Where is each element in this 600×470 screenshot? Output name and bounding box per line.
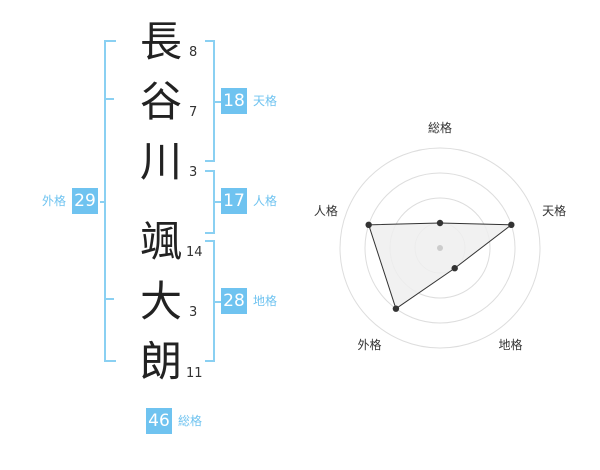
name-char-2: 谷 [139, 77, 182, 126]
stroke-count-1: 8 [189, 45, 198, 60]
radar-axis-label: 地格 [499, 337, 523, 352]
gaikaku-bracket-tick [106, 298, 114, 300]
radar-axis-label: 人格 [314, 203, 338, 218]
chikaku-label: 地格 [253, 294, 278, 308]
tenkaku-score: 18 [221, 88, 247, 114]
gaikaku-score: 29 [72, 188, 98, 214]
chikaku-bracket-connector [213, 301, 221, 303]
radar-axis-label: 総格 [428, 120, 452, 135]
stroke-count-5: 3 [189, 305, 198, 320]
stroke-count-4: 14 [186, 245, 203, 260]
radar-axis-label: 外格 [357, 337, 381, 352]
gaikaku-bracket-connector [100, 201, 106, 203]
name-char-1: 長 [139, 17, 182, 66]
tenkaku-bracket-connector [213, 101, 221, 103]
radar-grid-ring [364, 172, 516, 324]
radar-point [365, 221, 372, 229]
jinkaku-label: 人格 [253, 194, 278, 208]
tenkaku-label: 天格 [253, 94, 278, 108]
gaikaku-bracket-tick [106, 98, 114, 100]
name-char-3: 川 [139, 137, 182, 186]
soukaku-label: 総格 [178, 414, 203, 428]
jinkaku-score: 17 [221, 188, 247, 214]
radar-point [436, 219, 444, 227]
name-char-4: 颯 [139, 217, 182, 266]
chikaku-score: 28 [221, 288, 247, 314]
gaikaku-label: 外格 [42, 194, 67, 208]
radar-axis-label: 天格 [542, 203, 566, 218]
radar-polygon-group [367, 222, 513, 310]
name-char-5: 大 [139, 277, 182, 326]
radar-point [451, 265, 458, 272]
stroke-count-3: 3 [189, 165, 198, 180]
radar-point [392, 305, 400, 312]
radar-center-point [437, 245, 443, 251]
name-char-6: 朗 [139, 337, 182, 386]
stroke-count-2: 7 [189, 105, 198, 120]
stroke-count-6: 11 [186, 366, 203, 381]
jinkaku-bracket-connector [213, 201, 221, 203]
radar-polygon [367, 222, 513, 310]
radar-points [365, 219, 515, 312]
radar-point [508, 221, 515, 229]
soukaku-score: 46 [146, 408, 172, 434]
radar-grid-ring [339, 147, 541, 349]
